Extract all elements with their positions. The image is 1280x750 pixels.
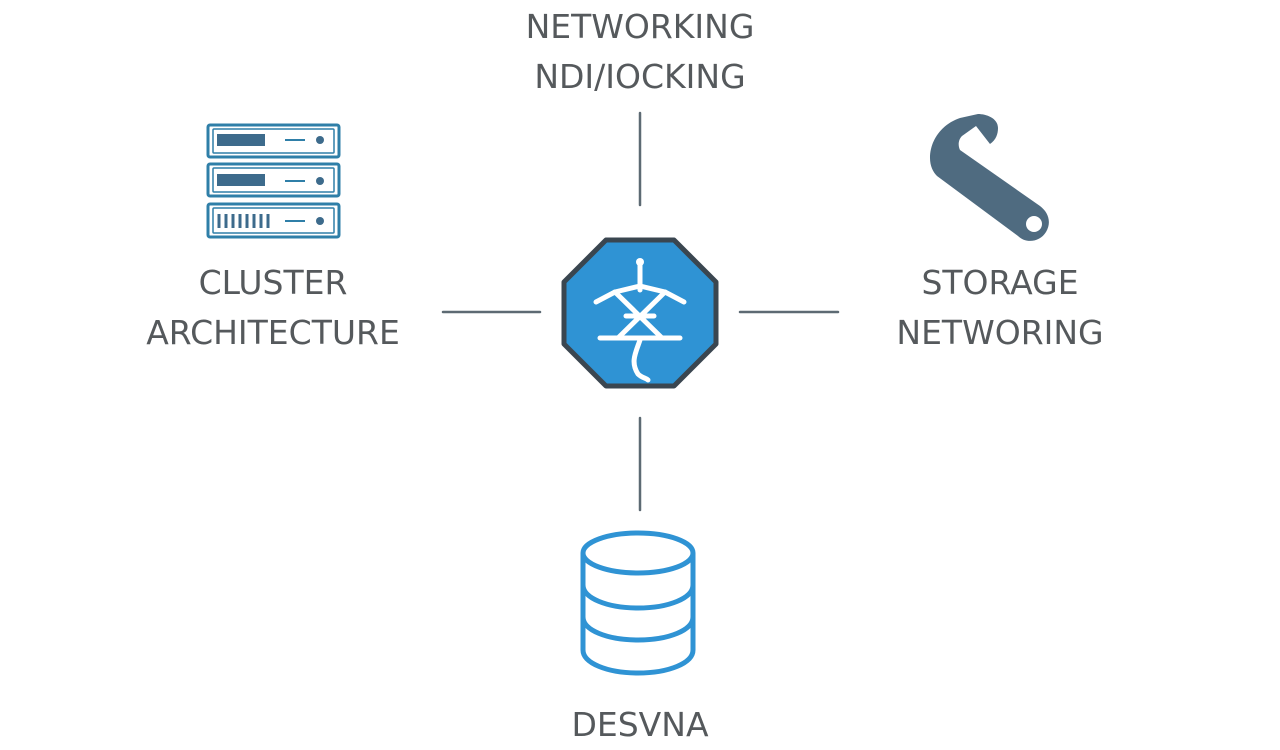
node-label-left-line2: ARCHITECTURE <box>146 313 400 352</box>
center-hub-node[interactable] <box>561 237 719 389</box>
kubernetes-helm-icon <box>593 258 687 383</box>
node-label-bottom: DESVNA <box>440 700 840 750</box>
node-label-right-line2: NETWORING <box>896 313 1104 352</box>
node-label-bottom-line1: DESVNA <box>571 705 709 744</box>
server-rack-icon <box>206 123 341 239</box>
diagram-canvas <box>206 111 1049 676</box>
node-label-left: CLUSTER ARCHITECTURE <box>73 258 473 358</box>
node-label-top-line2: NDI/IOCKING <box>534 57 746 96</box>
node-label-top-line1: NETWORKING <box>525 7 755 46</box>
node-label-right-line1: STORAGE <box>921 263 1079 302</box>
connectors <box>441 111 840 512</box>
node-label-right: STORAGE NETWORING <box>800 258 1200 358</box>
wrench-icon <box>930 114 1049 241</box>
node-label-left-line1: CLUSTER <box>198 263 348 302</box>
database-icon <box>580 530 696 676</box>
node-label-top: NETWORKING NDI/IOCKING <box>440 2 840 102</box>
